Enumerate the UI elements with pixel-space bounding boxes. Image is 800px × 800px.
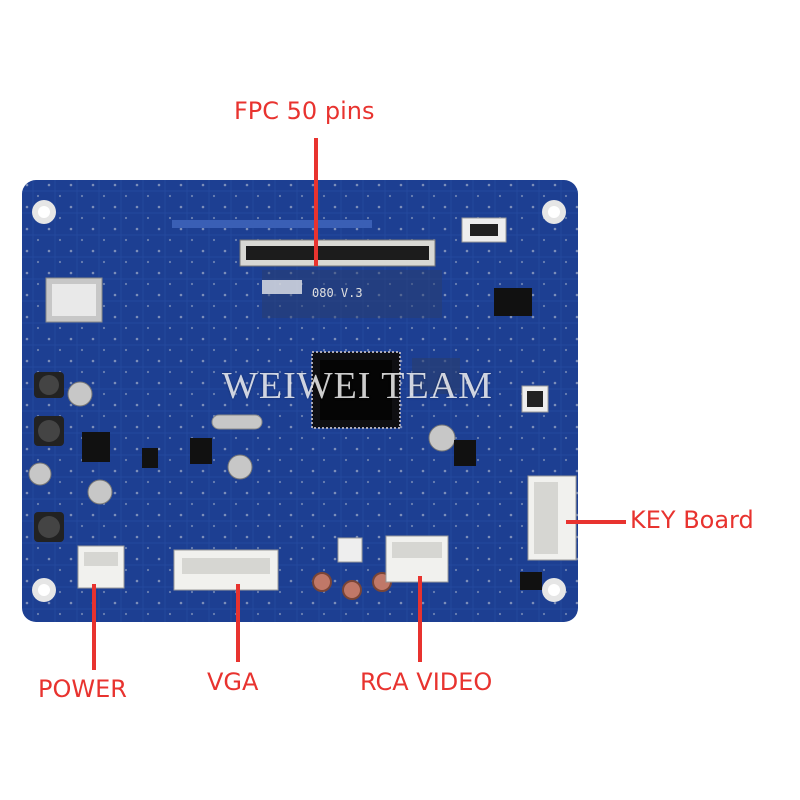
rca-pads	[312, 537, 392, 600]
mounting-holes	[32, 200, 566, 602]
power-components	[28, 372, 456, 542]
fpc-connector	[239, 239, 442, 318]
power-label: POWER	[38, 675, 127, 703]
key-board-label: KEY Board	[630, 506, 754, 534]
vga-pointer-line	[236, 584, 240, 662]
key-board-pointer-line	[566, 520, 626, 524]
power-pointer-line	[92, 584, 96, 670]
watermark-text: WEIWEI TEAM	[222, 365, 493, 407]
rca-video-label: RCA VIDEO	[360, 668, 493, 696]
main-ic	[311, 351, 401, 429]
power-connector	[77, 545, 125, 589]
key-board-connector	[527, 475, 577, 561]
pcb-board: 080 V.3	[22, 180, 578, 622]
rca-video-connector	[385, 535, 449, 583]
rca-video-pointer-line	[418, 576, 422, 662]
vga-label: VGA	[207, 668, 259, 696]
vga-connector	[173, 549, 279, 591]
fpc-pointer-line	[314, 138, 318, 266]
fpc-label: FPC 50 pins	[234, 97, 375, 125]
silkscreen-text: 080 V.3	[312, 286, 363, 300]
